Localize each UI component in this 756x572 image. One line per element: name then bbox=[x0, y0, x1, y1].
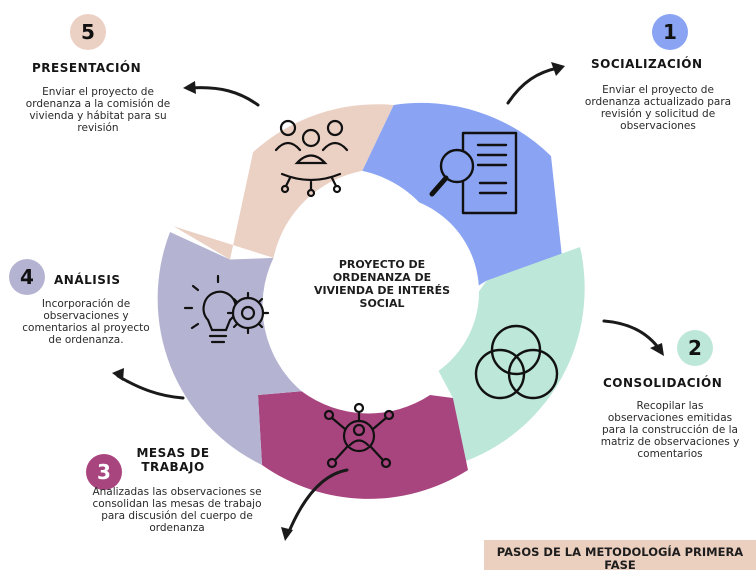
step-3-number: 3 bbox=[97, 460, 111, 484]
document-search-icon bbox=[429, 131, 518, 215]
center-circle bbox=[285, 195, 479, 389]
venn-circles-icon bbox=[474, 324, 559, 400]
step-2-title: CONSOLIDACIÓN bbox=[603, 376, 723, 390]
step-3-description: Analizadas las observaciones se consolid… bbox=[92, 486, 262, 534]
step-2-number: 2 bbox=[688, 336, 702, 360]
arrow-to-mesas bbox=[286, 468, 349, 536]
arrow-to-presentacion bbox=[188, 86, 260, 107]
step-1-title: SOCIALIZACIÓN bbox=[591, 57, 703, 71]
step-5-badge: 5 bbox=[70, 14, 106, 50]
step-2-description: Recopilar las observaciones emitidas par… bbox=[600, 400, 740, 460]
step-2-badge: 2 bbox=[677, 330, 713, 366]
step-4-title: ANÁLISIS bbox=[54, 273, 121, 287]
arrowhead-mesas bbox=[281, 527, 293, 541]
step-3-badge: 3 bbox=[86, 454, 122, 490]
center-title: PROYECTO DE ORDENANZA DE VIVIENDA DE INT… bbox=[313, 258, 451, 310]
step-1-description: Enviar el proyecto de ordenanza actualiz… bbox=[584, 84, 732, 132]
arrow-to-socializacion bbox=[506, 66, 560, 105]
process-ring bbox=[112, 62, 664, 541]
diagram-stage: PROYECTO DE ORDENANZA DE VIVIENDA DE INT… bbox=[9, 14, 756, 572]
network-user-icon bbox=[323, 402, 395, 469]
segment-mesas-de-trabajo bbox=[258, 391, 468, 499]
segment-analisis bbox=[157, 232, 302, 465]
step-4-badge: 4 bbox=[9, 259, 45, 295]
team-meeting-icon bbox=[274, 119, 349, 198]
step-5-title: PRESENTACIÓN bbox=[32, 61, 142, 75]
step-5-number: 5 bbox=[81, 20, 95, 44]
arrowhead-consolidacion bbox=[650, 343, 664, 356]
segment-consolidacion bbox=[430, 247, 585, 465]
idea-gear-icon bbox=[183, 274, 270, 344]
arrow-to-analisis bbox=[116, 374, 185, 400]
arrowhead-socializacion bbox=[551, 62, 565, 76]
arrowhead-presentacion bbox=[183, 81, 196, 94]
methodology-label: PASOS DE LA METODOLOGÍA PRIMERA FASE bbox=[484, 540, 756, 572]
arrowhead-analisis bbox=[112, 368, 124, 381]
step-1-number: 1 bbox=[663, 20, 677, 44]
step-5-description: Enviar el proyecto de ordenanza a la com… bbox=[25, 86, 171, 134]
step-4-description: Incorporación de observaciones y comenta… bbox=[22, 298, 150, 346]
step-1-badge: 1 bbox=[652, 14, 688, 50]
step-3-title: MESAS DE TRABAJO bbox=[136, 446, 210, 474]
arrow-to-consolidacion bbox=[602, 319, 662, 352]
step-4-number: 4 bbox=[20, 265, 34, 289]
